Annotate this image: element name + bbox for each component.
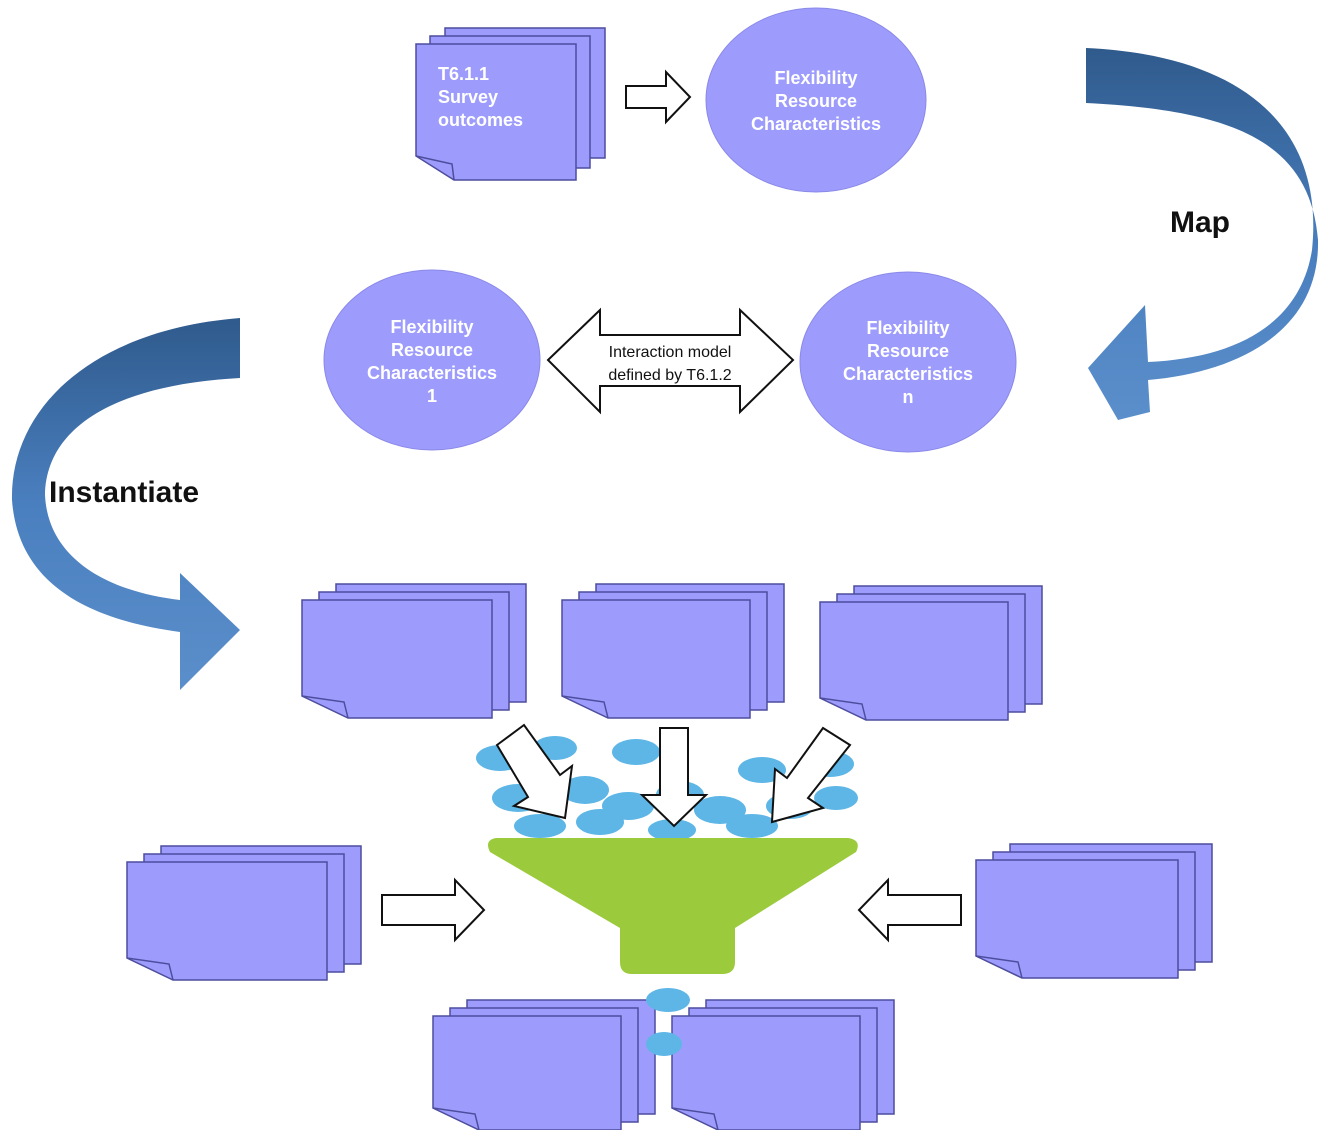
instantiate-label: Instantiate [49, 476, 199, 509]
survey-line-2: Survey [438, 87, 498, 107]
interaction-double-arrow: Interaction model defined by T6.1.2 [546, 307, 795, 415]
down-arrow-center [639, 727, 709, 828]
survey-to-characteristics-arrow [625, 69, 692, 125]
map-curved-arrow [1086, 48, 1319, 420]
survey-line-1: T6.1.1 [438, 64, 489, 84]
doc-stack-middle-right [975, 843, 1213, 979]
survey-line-3: outcomes [438, 110, 523, 130]
doc-stack-top-center [561, 583, 785, 719]
characteristics-n-ellipse: Flexibility Resource Characteristics n [799, 271, 1017, 453]
doc-stack-bottom-left [432, 999, 656, 1130]
characteristics-n-line-2: Resource [867, 341, 949, 361]
characteristics-n-line-1: Flexibility [866, 318, 949, 338]
characteristics-top-line-3: Characteristics [751, 114, 881, 134]
characteristics-top-ellipse: Flexibility Resource Characteristics [705, 7, 927, 193]
doc-stack-middle-left [126, 845, 362, 981]
dots-below-funnel [646, 988, 690, 1056]
characteristics-top-line-1: Flexibility [774, 68, 857, 88]
down-arrow-right [770, 726, 852, 824]
doc-stack-top-left [301, 583, 527, 719]
characteristics-n-line-3: Characteristics [843, 364, 973, 384]
characteristics-1-line-3: Characteristics [367, 363, 497, 383]
interaction-line-2: defined by T6.1.2 [608, 367, 731, 384]
document-stacks [126, 583, 1213, 1130]
interaction-line-1: Interaction model [609, 344, 732, 361]
map-label: Map [1170, 206, 1230, 239]
down-arrow-left [495, 723, 574, 820]
characteristics-1-line-4: 1 [427, 386, 437, 406]
doc-stack-top-right [819, 585, 1043, 721]
left-into-funnel-arrow [381, 877, 486, 943]
characteristics-1-ellipse: Flexibility Resource Characteristics 1 [323, 269, 541, 451]
characteristics-top-line-2: Resource [775, 91, 857, 111]
instantiate-curved-arrow [11, 318, 240, 690]
funnel [488, 838, 858, 974]
characteristics-1-line-2: Resource [391, 340, 473, 360]
survey-outcomes-document: T6.1.1 Survey outcomes [415, 27, 606, 181]
characteristics-n-line-4: n [903, 387, 914, 407]
doc-stack-bottom-right [671, 999, 895, 1130]
characteristics-1-line-1: Flexibility [390, 317, 473, 337]
right-into-funnel-arrow [857, 877, 962, 943]
